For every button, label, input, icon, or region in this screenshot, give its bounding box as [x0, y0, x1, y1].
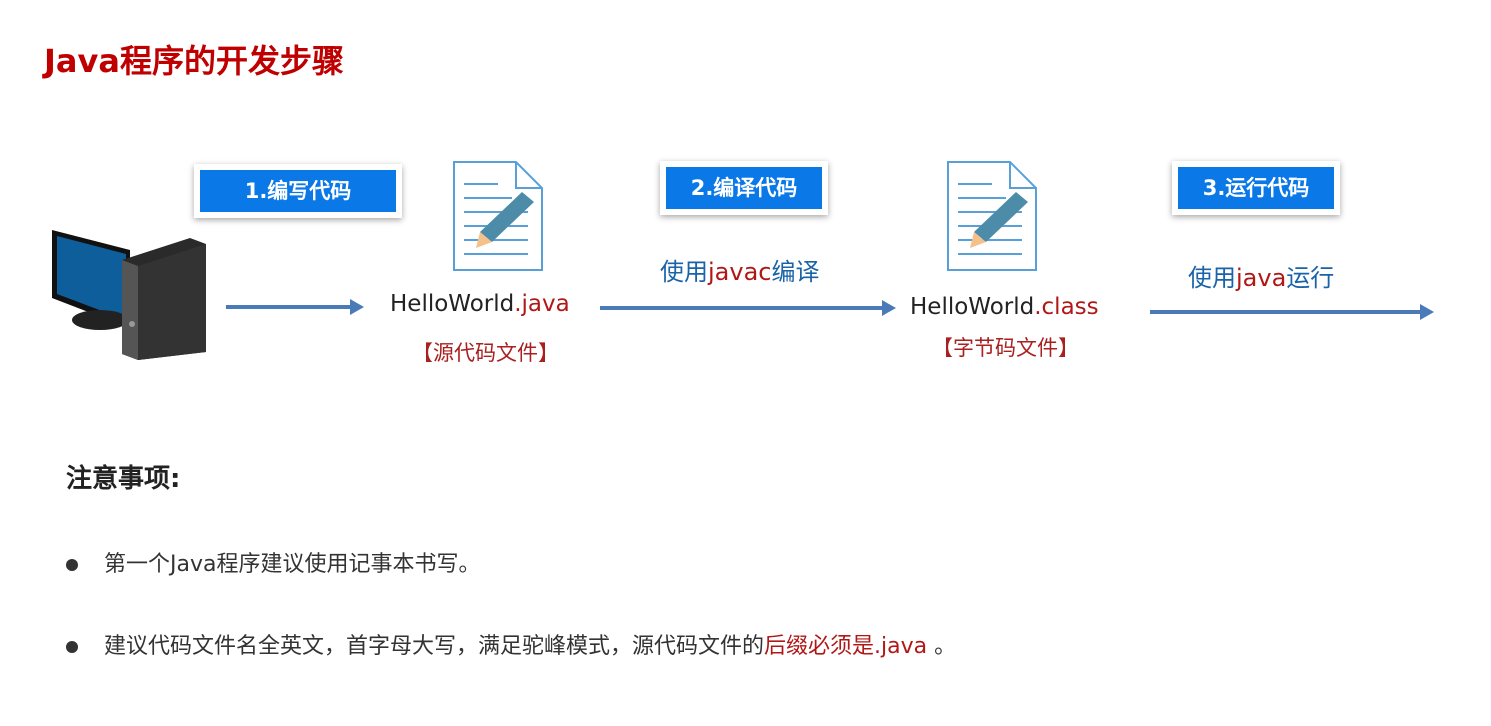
arrow-compile: [600, 300, 896, 316]
source-file-name: HelloWorld.java: [390, 291, 570, 317]
note-item: 第一个Java程序建议使用记事本书写。: [66, 546, 480, 578]
step-2-badge: 2.编译代码: [660, 161, 828, 215]
notes-heading: 注意事项:: [66, 464, 181, 494]
bullet-icon: [66, 559, 78, 571]
class-file-tag: 【字节码文件】: [932, 336, 1079, 360]
step-1-badge: 1.编写代码: [194, 164, 402, 218]
arrow-run: [1150, 304, 1434, 320]
source-file-tag: 【源代码文件】: [412, 341, 559, 365]
compile-description: 使用javac编译: [660, 258, 820, 286]
class-file-name: HelloWorld.class: [910, 294, 1099, 320]
step-2-label: 2.编译代码: [666, 167, 822, 209]
bullet-icon: [66, 641, 78, 653]
arrow-write: [226, 299, 364, 315]
computer-icon: [52, 230, 206, 360]
note-item: 建议代码文件名全英文，首字母大写，满足驼峰模式，源代码文件的后缀必须是.java…: [66, 628, 956, 660]
page-title: Java程序的开发步骤: [44, 42, 344, 80]
run-description: 使用java运行: [1188, 264, 1335, 292]
step-3-label: 3.运行代码: [1178, 167, 1334, 209]
step-3-badge: 3.运行代码: [1172, 161, 1340, 215]
document-pencil-icon: [453, 161, 543, 271]
document-pencil-icon: [947, 161, 1037, 271]
step-1-label: 1.编写代码: [200, 170, 396, 212]
